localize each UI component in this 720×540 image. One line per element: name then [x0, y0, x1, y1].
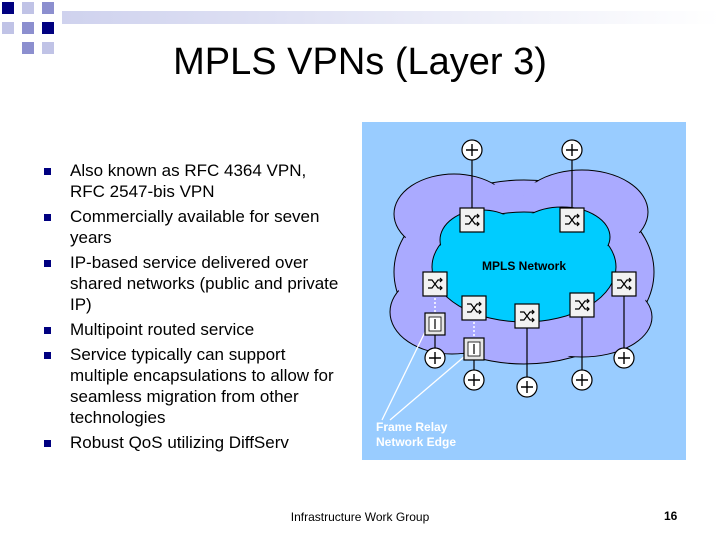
page-number: 16	[664, 509, 678, 523]
mpls-switch-icon	[611, 271, 637, 297]
mpls-switch-icon	[514, 303, 540, 329]
edge-label-line1: Frame Relay	[376, 420, 448, 434]
network-links	[471, 160, 625, 377]
router-icon	[463, 369, 485, 391]
router-icon	[516, 376, 538, 398]
header-decoration	[2, 2, 720, 54]
bullet-item: Robust QoS utilizing DiffServ	[44, 432, 344, 453]
mpls-switch-icon	[461, 295, 487, 321]
mpls-network-diagram: MPLS Network Frame Relay Network Edge	[362, 122, 686, 460]
bullet-item: Also known as RFC 4364 VPN, RFC 2547-bis…	[44, 160, 344, 202]
frame-relay-device-icon	[424, 312, 446, 336]
router-icon	[561, 139, 583, 161]
bullet-item: Multipoint routed service	[44, 319, 344, 340]
mpls-switch-icon	[569, 292, 595, 318]
mpls-switch-icon	[559, 207, 585, 233]
bullet-list: Also known as RFC 4364 VPN, RFC 2547-bis…	[44, 160, 344, 457]
frame-relay-links	[434, 294, 475, 340]
bullet-item: Commercially available for seven years	[44, 206, 344, 248]
frame-relay-device-icon	[463, 337, 485, 361]
router-icon	[571, 369, 593, 391]
mpls-switch-icon	[459, 207, 485, 233]
router-icon	[424, 347, 446, 369]
bullet-item: Service typically can support multiple e…	[44, 344, 344, 428]
router-icon	[461, 139, 483, 161]
footer-text: Infrastructure Work Group	[290, 510, 430, 524]
edge-label-line2: Network Edge	[376, 435, 456, 449]
slide-title: MPLS VPNs (Layer 3)	[173, 41, 547, 83]
mpls-switch-icon	[422, 271, 448, 297]
router-icon	[613, 347, 635, 369]
bullet-item: IP-based service delivered over shared n…	[44, 252, 344, 315]
network-label: MPLS Network	[482, 259, 566, 273]
frame-relay-access-links	[434, 335, 475, 370]
edge-label-pointers	[381, 329, 466, 421]
